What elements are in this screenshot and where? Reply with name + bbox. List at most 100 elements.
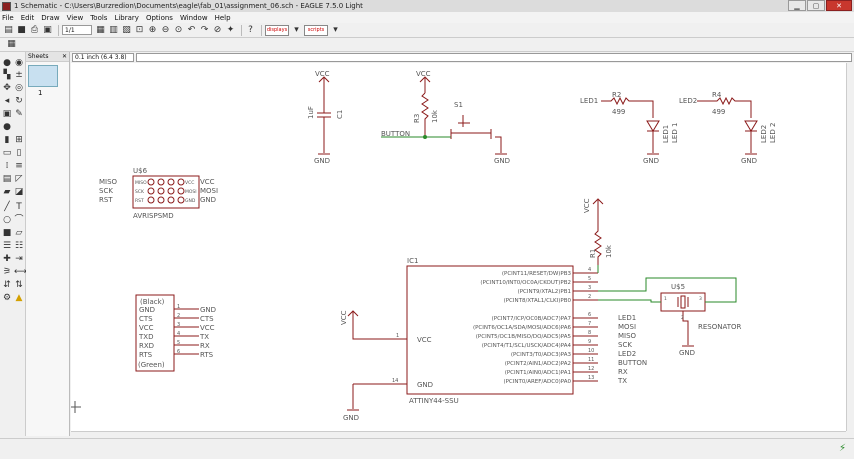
close-icon[interactable]: ✕: [61, 53, 67, 60]
r4-name: R4: [712, 91, 722, 99]
isp-header-body[interactable]: [132, 175, 200, 209]
frame-icon[interactable]: ⚙: [2, 293, 12, 303]
ic1-supply-symbols: [347, 310, 383, 411]
board-icon[interactable]: ▦: [96, 24, 105, 35]
schematic-drawing[interactable]: VCC GND 1uF C1 VCC R3 10k S1 BUTTON GND …: [71, 63, 846, 431]
zoom-in-icon[interactable]: ⊕: [148, 24, 157, 35]
ulp-icon[interactable]: ▧: [122, 24, 131, 35]
zoom-select-icon[interactable]: ⊙: [174, 24, 183, 35]
led1-circuit[interactable]: [601, 96, 660, 155]
stop-icon[interactable]: ⊘: [213, 24, 222, 35]
isp-header-pins: [147, 178, 185, 204]
button-switch-s1[interactable]: [419, 76, 507, 155]
cam-icon[interactable]: ▣: [43, 24, 52, 35]
info-icon[interactable]: ●: [3, 58, 11, 68]
rotate-icon[interactable]: ↻: [15, 96, 23, 106]
go-icon[interactable]: ✦: [226, 24, 235, 35]
display-icon[interactable]: ▚: [3, 70, 11, 80]
ic1-name: IC1: [407, 257, 418, 265]
zoom-out-icon[interactable]: ⊖: [161, 24, 170, 35]
resonator-pin-label: 3: [699, 296, 702, 302]
ftdi-header-body[interactable]: [135, 294, 175, 372]
junction-icon[interactable]: ✚: [3, 254, 11, 264]
r1-name: R1: [589, 249, 597, 258]
grid-icon[interactable]: ▦: [7, 39, 16, 49]
ic1-body[interactable]: [406, 265, 574, 395]
move-icon[interactable]: ✥: [3, 83, 11, 93]
maximize-button[interactable]: ▢: [807, 0, 825, 11]
mark-icon[interactable]: ±: [15, 70, 23, 80]
group-icon[interactable]: ▣: [2, 109, 12, 119]
pinswap-icon[interactable]: ▭: [2, 148, 12, 158]
value-icon[interactable]: ≡: [15, 161, 23, 171]
close-button[interactable]: ✕: [826, 0, 852, 11]
menu-window[interactable]: Window: [179, 13, 208, 22]
menu-tools[interactable]: Tools: [90, 13, 108, 22]
menu-library[interactable]: Library: [114, 13, 139, 22]
text-icon[interactable]: T: [16, 202, 22, 212]
led2-circuit[interactable]: [697, 96, 758, 155]
horizontal-scrollbar[interactable]: [71, 431, 846, 438]
miter-icon[interactable]: ◸: [15, 174, 23, 184]
displays-button[interactable]: displays: [265, 24, 289, 36]
dimension-icon[interactable]: ⟷: [14, 267, 27, 277]
minimize-button[interactable]: ▁: [788, 0, 806, 11]
mirror-icon[interactable]: ◂: [4, 96, 10, 106]
schematic-canvas[interactable]: VCC GND 1uF C1 VCC R3 10k S1 BUTTON GND …: [71, 63, 846, 431]
zoom-fit-icon[interactable]: ⊡: [135, 24, 144, 35]
menu-options[interactable]: Options: [145, 13, 173, 22]
bus-icon[interactable]: ☰: [2, 241, 12, 251]
chevron-down-icon[interactable]: ▾: [294, 24, 299, 35]
command-input[interactable]: [136, 53, 852, 62]
delete-icon[interactable]: ▮: [4, 135, 10, 145]
erc-icon[interactable]: ⇵: [3, 280, 11, 290]
menu-edit[interactable]: Edit: [20, 13, 35, 22]
circle-icon[interactable]: ○: [3, 215, 11, 225]
capacitor-c1[interactable]: [317, 76, 331, 155]
smash-icon[interactable]: ▤: [2, 174, 12, 184]
arc-icon[interactable]: ⌒: [14, 215, 24, 225]
open-icon[interactable]: ▤: [4, 24, 13, 35]
wire-icon[interactable]: ╱: [4, 202, 10, 212]
save-icon[interactable]: ■: [17, 24, 26, 35]
show-icon[interactable]: ◉: [15, 58, 23, 68]
net-icon[interactable]: ☷: [14, 241, 24, 251]
attribute-icon[interactable]: ⚞: [2, 267, 12, 277]
help-icon[interactable]: ?: [248, 24, 253, 35]
scripts-button[interactable]: scripts: [304, 24, 328, 36]
wire-group: [381, 136, 737, 303]
polygon-icon[interactable]: ▱: [15, 228, 23, 238]
redo-icon[interactable]: ↷: [200, 24, 209, 35]
sheets-panel-header: Sheets ✕: [26, 52, 69, 62]
sheet-select[interactable]: 1/1: [62, 25, 92, 35]
rect-icon[interactable]: ■: [2, 228, 12, 238]
change-icon[interactable]: ✎: [15, 109, 23, 119]
gateswap-icon[interactable]: ⇅: [15, 280, 23, 290]
add-icon[interactable]: ⊞: [15, 135, 23, 145]
resistor-r1[interactable]: [592, 198, 604, 265]
copy-icon[interactable]: ◎: [15, 83, 23, 93]
name-icon[interactable]: ⁞: [5, 161, 9, 171]
undo-icon[interactable]: ↶: [187, 24, 196, 35]
paste-icon[interactable]: ●: [3, 122, 11, 132]
ftdi-bottom-label: (Green): [138, 361, 165, 369]
ic1-gnd-pin-number: 14: [392, 378, 398, 384]
vertical-scrollbar[interactable]: [846, 63, 854, 431]
menu-draw[interactable]: Draw: [41, 13, 60, 22]
ftdi-pin-cts: CTS: [139, 315, 153, 323]
replace-icon[interactable]: ▯: [16, 148, 22, 158]
menu-file[interactable]: File: [2, 13, 14, 22]
ic1-net-label: LED1: [618, 314, 636, 322]
split-icon[interactable]: ▰: [3, 187, 11, 197]
print-icon[interactable]: ⎙: [30, 24, 39, 35]
menu-view[interactable]: View: [66, 13, 84, 22]
ic1-gnd-label: GND: [343, 414, 359, 422]
menu-help[interactable]: Help: [214, 13, 231, 22]
library-icon[interactable]: ▥: [109, 24, 118, 35]
invoke-icon[interactable]: ◪: [14, 187, 24, 197]
sheet-thumbnail[interactable]: [28, 65, 58, 87]
warning-icon[interactable]: ▲: [15, 293, 23, 303]
label-icon[interactable]: ⇥: [15, 254, 23, 264]
chevron-down-icon[interactable]: ▾: [333, 24, 338, 35]
resonator-value: RESONATOR: [698, 323, 742, 331]
